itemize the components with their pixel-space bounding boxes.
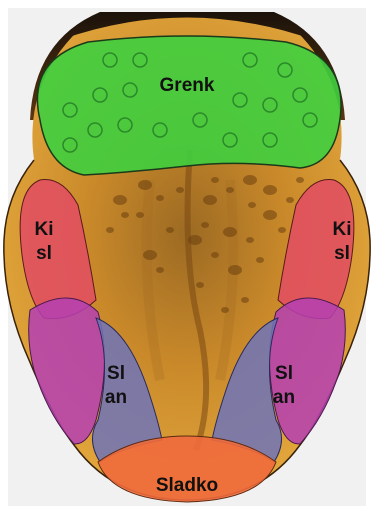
papilla bbox=[156, 267, 164, 273]
papilla bbox=[121, 212, 129, 218]
papilla bbox=[241, 297, 249, 303]
papilla bbox=[226, 187, 234, 193]
papilla bbox=[286, 197, 294, 203]
papilla bbox=[113, 195, 127, 205]
papilla bbox=[256, 257, 264, 263]
papilla bbox=[143, 250, 157, 260]
bitter-region bbox=[37, 36, 341, 175]
papilla bbox=[136, 212, 144, 218]
papilla bbox=[243, 175, 257, 185]
papilla bbox=[223, 227, 237, 237]
papilla bbox=[228, 265, 242, 275]
papilla bbox=[263, 185, 277, 195]
papilla bbox=[246, 237, 254, 243]
papilla bbox=[156, 195, 164, 201]
papilla bbox=[166, 227, 174, 233]
papilla bbox=[211, 252, 219, 258]
papilla bbox=[188, 235, 202, 245]
papilla bbox=[203, 195, 217, 205]
papilla bbox=[296, 177, 304, 183]
papilla bbox=[138, 180, 152, 190]
papilla bbox=[106, 227, 114, 233]
papilla bbox=[248, 202, 256, 208]
papilla bbox=[196, 282, 204, 288]
papilla bbox=[263, 210, 277, 220]
papilla bbox=[201, 222, 209, 228]
papilla bbox=[211, 177, 219, 183]
papilla bbox=[176, 187, 184, 193]
papilla bbox=[278, 227, 286, 233]
papilla bbox=[221, 307, 229, 313]
